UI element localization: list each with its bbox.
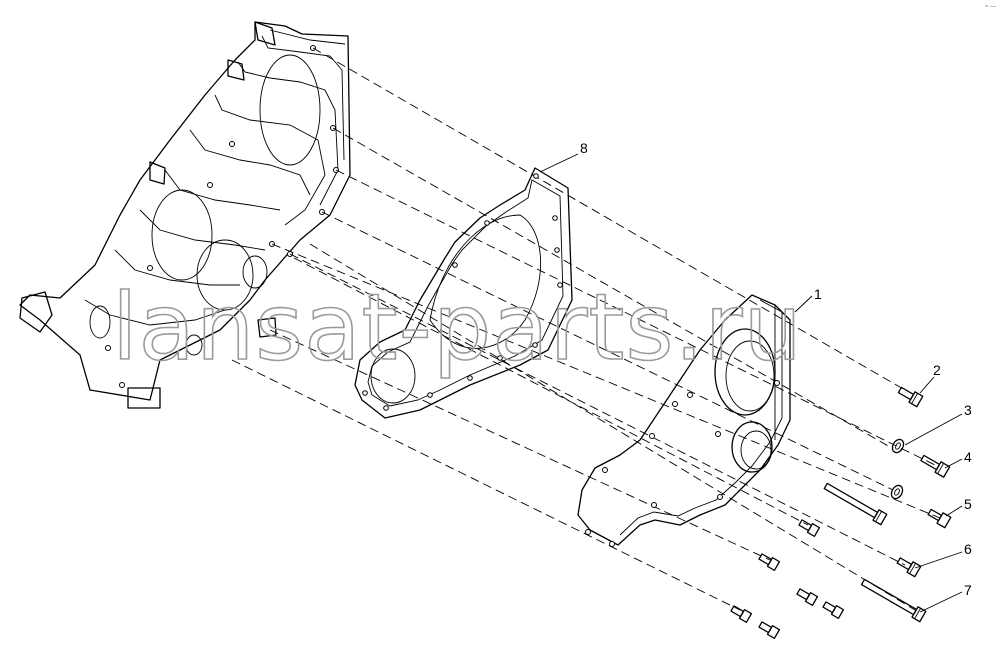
callout-7: 7 <box>964 582 972 598</box>
leader-lines <box>539 153 963 613</box>
callout-8: 8 <box>580 140 588 156</box>
bolt-6 <box>896 557 922 578</box>
corner-mark: ≈ — <box>985 4 996 10</box>
callout-1: 1 <box>814 286 822 302</box>
small-bolt-c <box>796 588 819 606</box>
callout-3: 3 <box>964 402 972 418</box>
long-bolt-7 <box>860 578 927 623</box>
small-bolt-e <box>730 605 753 623</box>
washer-3 <box>891 438 905 454</box>
callout-5: 5 <box>964 496 972 512</box>
gear-housing <box>19 21 351 409</box>
small-bolt-b <box>758 553 781 571</box>
assembly-lines <box>231 47 941 611</box>
small-bolt-f <box>758 621 781 639</box>
callout-2: 2 <box>933 362 941 378</box>
watermark-text: lansat-parts.ru <box>112 274 803 381</box>
callout-4: 4 <box>964 449 972 465</box>
bolt-2 <box>897 386 924 408</box>
bolt-4 <box>920 454 951 478</box>
washer-5 <box>890 484 904 500</box>
small-bolt-a <box>798 519 821 537</box>
long-bolt-1 <box>823 482 888 526</box>
small-bolt-d <box>822 601 845 619</box>
callout-6: 6 <box>964 541 972 557</box>
gasket <box>354 167 573 419</box>
cover-plate <box>577 294 791 547</box>
